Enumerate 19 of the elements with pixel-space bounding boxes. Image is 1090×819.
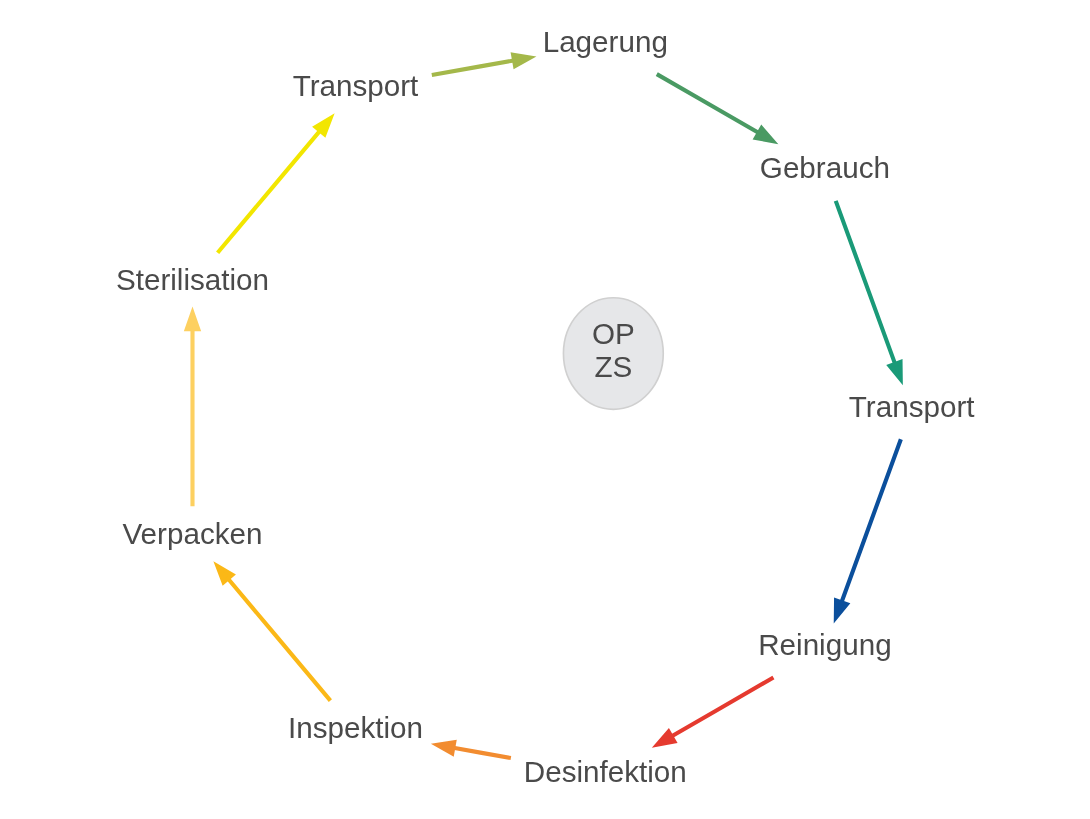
node-text: Verpacken [122, 516, 262, 550]
node-text: Transport [848, 389, 975, 423]
node-ellipse: OP ZS [562, 296, 664, 411]
node-text: Gebrauch [759, 151, 890, 185]
arrow [833, 200, 903, 386]
node-text: Inspektion [287, 710, 423, 744]
node-text: Sterilisation [115, 262, 269, 296]
arrow [651, 675, 774, 748]
arrow [212, 561, 332, 702]
arrow [833, 438, 903, 624]
node-text: Desinfektion [523, 754, 687, 788]
arrow [430, 739, 511, 760]
arrow [215, 113, 335, 255]
arrow [655, 72, 778, 145]
arrow [183, 306, 201, 507]
node-text: Transport [292, 68, 418, 102]
node-text: Reinigung [757, 628, 892, 662]
node-text: Lagerung [542, 24, 668, 58]
arrow [430, 52, 536, 77]
